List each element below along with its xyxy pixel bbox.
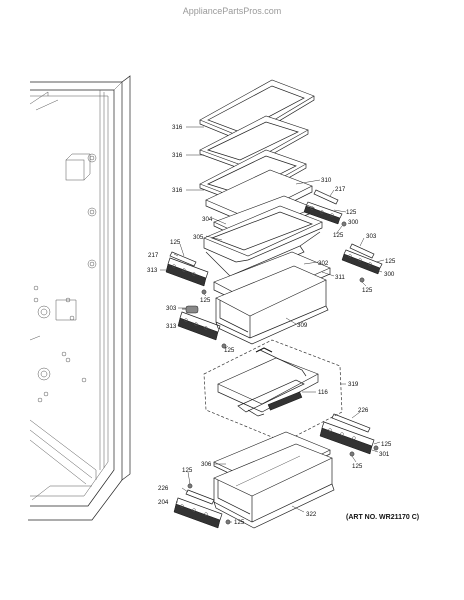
callout-125-f: 125 xyxy=(200,297,211,304)
rail-226-right xyxy=(331,413,371,433)
shelf-rail-217-right xyxy=(313,189,339,205)
callout-300-upper: 300 xyxy=(348,219,359,226)
callout-316-lower: 316 xyxy=(172,187,183,194)
callout-303-right: 303 xyxy=(366,233,377,240)
slide-313-upper xyxy=(165,257,209,287)
callout-322: 322 xyxy=(306,511,317,518)
callout-125-k: 125 xyxy=(234,519,245,526)
rail-226-left xyxy=(185,489,215,505)
leader-lines xyxy=(160,126,385,523)
callout-204: 204 xyxy=(158,499,169,506)
callout-310: 310 xyxy=(321,177,332,184)
callout-125-b: 125 xyxy=(333,232,344,239)
screw-125-upper xyxy=(341,221,347,227)
screw-125-bottom-lower xyxy=(225,519,231,525)
callout-319: 319 xyxy=(348,381,359,388)
callout-313-upper: 313 xyxy=(147,267,158,274)
art-number: (ART NO. WR21170 C) xyxy=(346,514,420,521)
callout-116: 116 xyxy=(318,389,328,396)
callout-316-middle: 316 xyxy=(172,152,183,159)
callout-125-c: 125 xyxy=(385,258,396,265)
callout-301: 301 xyxy=(379,451,390,458)
callout-labels: 316 316 316 310 217 125 300 125 304 305 … xyxy=(147,124,396,526)
callout-226-left: 226 xyxy=(158,485,169,492)
rail-303-right xyxy=(349,243,375,259)
slide-301 xyxy=(319,421,375,455)
callout-300-lower: 300 xyxy=(384,271,395,278)
shelf-bracket-300-upper xyxy=(303,201,343,225)
slide-313-lower xyxy=(177,311,221,341)
callout-217-right: 217 xyxy=(335,186,346,193)
callout-309: 309 xyxy=(297,322,308,329)
callout-313-lower: 313 xyxy=(166,323,177,330)
shelf-bracket-300-lower xyxy=(341,249,383,275)
callout-125-a: 125 xyxy=(346,209,357,216)
assembly-319 xyxy=(203,339,343,443)
callout-305: 305 xyxy=(193,234,204,241)
callout-125-d: 125 xyxy=(362,287,373,294)
watermark: AppliancePartsPros.com xyxy=(182,6,282,16)
callout-304: 304 xyxy=(202,216,213,223)
cabinet-liner xyxy=(28,75,131,521)
slide-204 xyxy=(173,497,223,529)
callout-125-h: 125 xyxy=(381,441,392,448)
callout-316-top: 316 xyxy=(172,124,183,131)
callout-306: 306 xyxy=(201,461,212,468)
callout-226-right: 226 xyxy=(358,407,369,414)
bottom-drawer-322 xyxy=(213,443,335,529)
callout-303-left: 303 xyxy=(166,305,177,312)
rail-217-left xyxy=(169,251,197,267)
clip-303-left xyxy=(182,305,199,314)
callout-125-e: 125 xyxy=(170,239,181,246)
screw-125-left-upper xyxy=(201,289,207,295)
screw-125-bottom-upper xyxy=(187,483,193,489)
callout-217-left: 217 xyxy=(148,252,159,259)
callout-125-i: 125 xyxy=(352,463,363,470)
callout-125-g: 125 xyxy=(224,347,235,354)
screw-125-left-lower xyxy=(221,343,227,349)
screw-125-right-mid xyxy=(359,277,365,283)
callout-311: 311 xyxy=(335,274,345,281)
callout-125-j: 125 xyxy=(182,467,193,474)
callout-302: 302 xyxy=(318,260,329,267)
drawer-309 xyxy=(215,265,329,345)
